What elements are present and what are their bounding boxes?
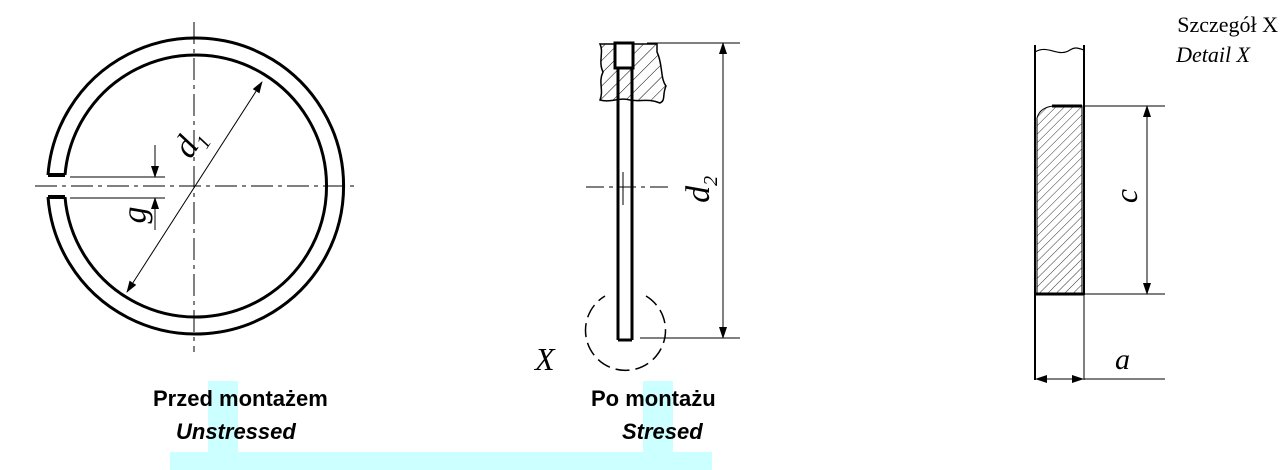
caption-after-en: Stresed	[622, 419, 703, 444]
detail-title-pl: Szczegół X	[1177, 12, 1278, 37]
caption-before-en: Unstressed	[176, 419, 296, 444]
detail-x-view	[1034, 45, 1165, 383]
d2-label: d2	[680, 175, 722, 203]
caption-before-pl: Przed montażem	[153, 386, 328, 411]
detail-break-line	[1034, 47, 1085, 54]
c-label: c	[1108, 188, 1145, 204]
detail-x-circle	[584, 295, 667, 372]
gap-label: g	[116, 206, 154, 224]
ring-inner-edge	[63, 53, 329, 319]
a-label: a	[1115, 343, 1130, 376]
d1-dimension-line	[126, 81, 263, 293]
unstressed-ring-view	[35, 22, 355, 352]
detail-title-en: Detail X	[1176, 42, 1250, 67]
highlight-bracket	[170, 381, 712, 470]
detail-ring-section	[1036, 105, 1083, 294]
caption-after-pl: Po montażu	[591, 386, 716, 411]
stressed-ring-view	[584, 41, 740, 372]
ring-outer-edge	[46, 36, 346, 336]
view-mark-x: X	[535, 341, 555, 377]
groove-ring-section	[613, 41, 635, 70]
